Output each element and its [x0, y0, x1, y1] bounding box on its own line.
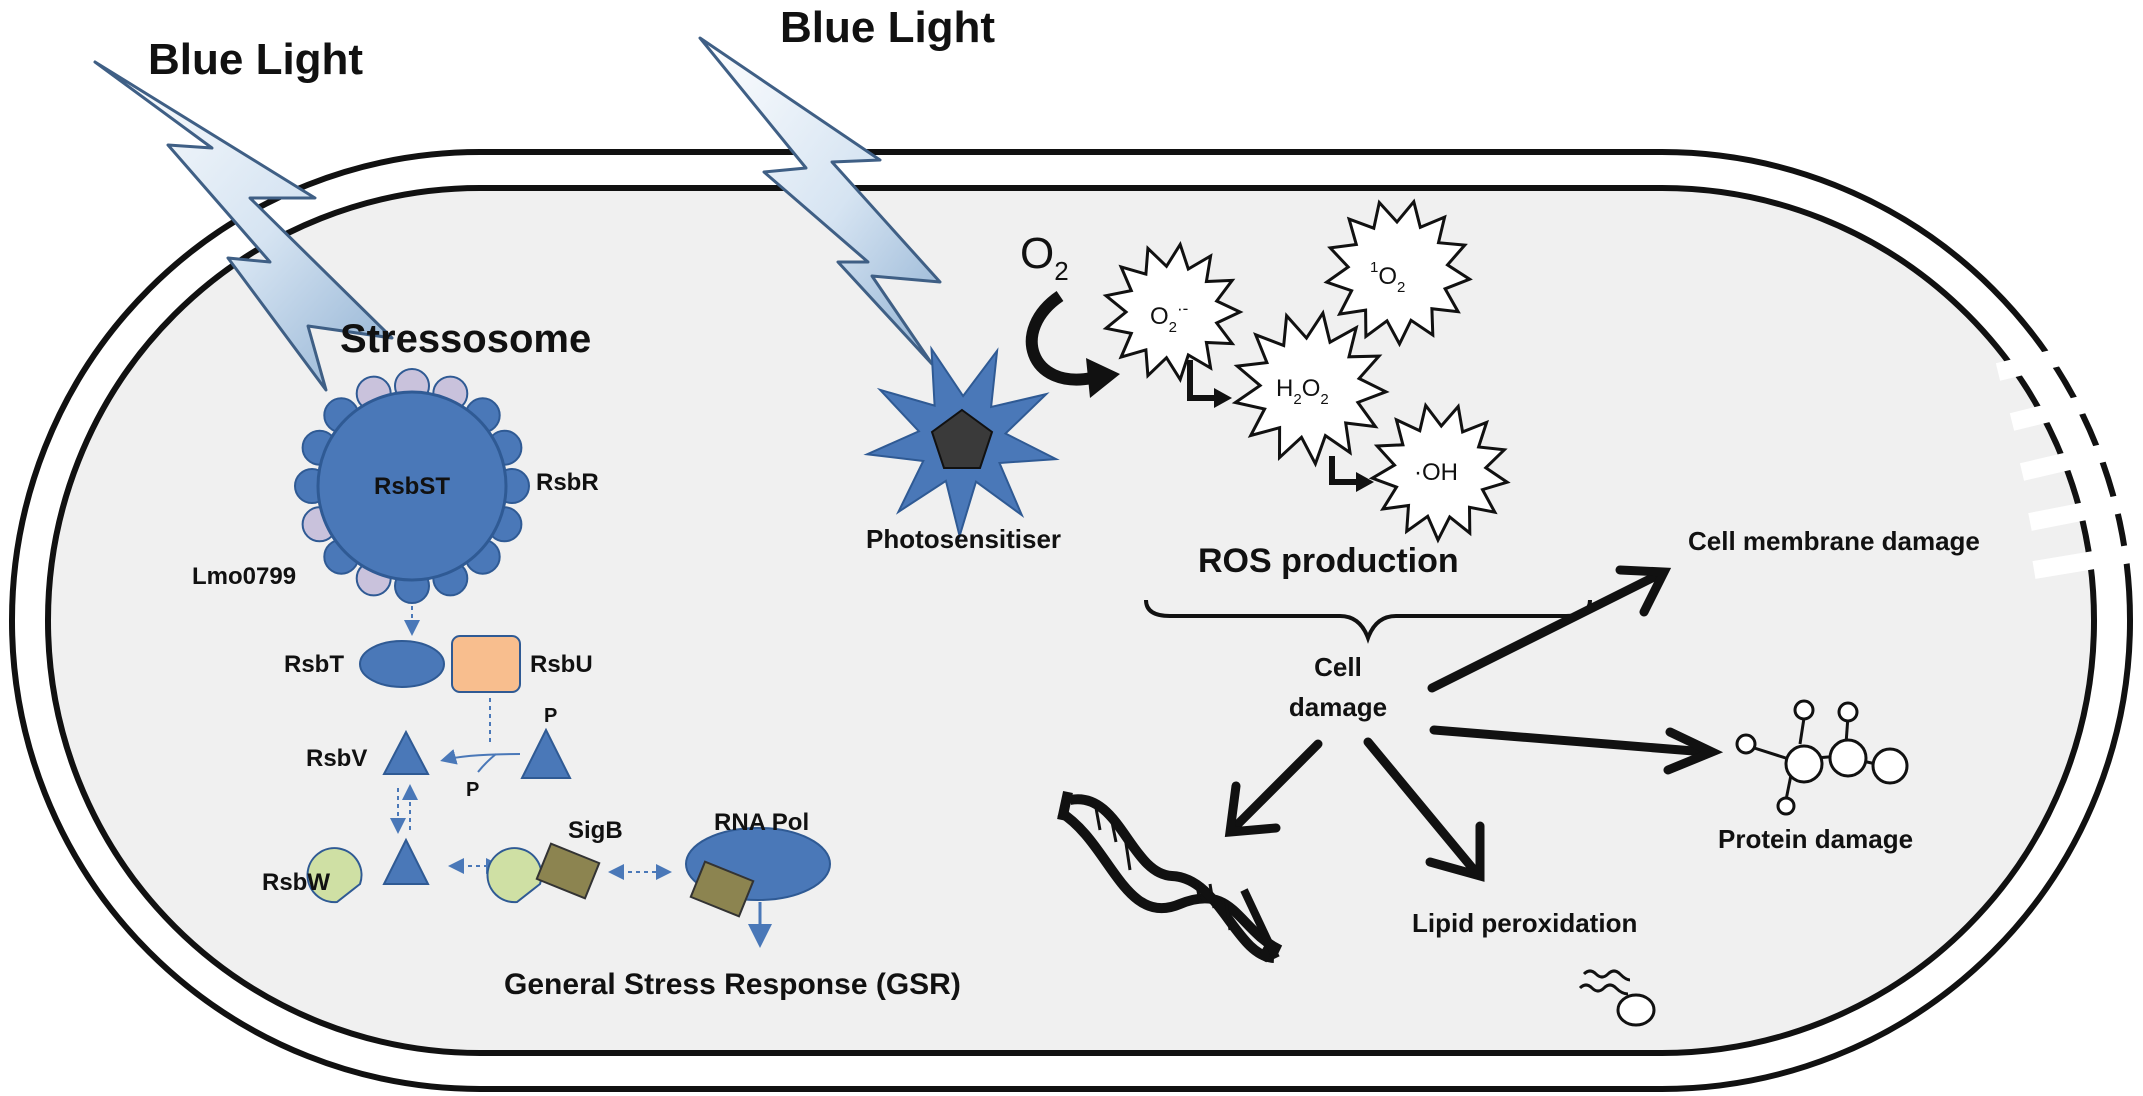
ros-production: Photosensitiser O2 O2·- 1O2 H2O2 ·OH ROS…: [863, 198, 1592, 644]
cell-damage-label-line1: Cell: [1314, 652, 1362, 682]
photosensitiser-label: Photosensitiser: [866, 524, 1061, 554]
rsbv-label: RsbV: [306, 745, 367, 772]
arrow-phosphate-release: [477, 753, 497, 773]
phosphate-label-bottom: P: [466, 779, 479, 801]
membrane-damage-label: Cell membrane damage: [1688, 526, 1980, 556]
o2-reduction-arrow: [1025, 291, 1094, 386]
blue-light-label-left: Blue Light: [148, 35, 363, 84]
hydroxyl-radical-label: ·OH: [1414, 459, 1458, 486]
lightning-bolt-left-icon: [93, 60, 394, 392]
arrow-dephosphorylation: [440, 749, 521, 765]
arrow-h2o2-to-hydroxyl-head: [1356, 472, 1374, 492]
hydrogen-peroxide-label: H2O2: [1276, 375, 1329, 408]
singlet-oxygen-label: 1O2: [1370, 259, 1405, 296]
cell-inner-membrane: [45, 185, 2097, 1056]
rsbw-pacman: [306, 847, 363, 904]
lipid-icon: [1578, 969, 1656, 1027]
sigb-label: SigB: [568, 817, 623, 844]
superoxide-label: O2·-: [1150, 299, 1188, 336]
ros-production-label: ROS production: [1198, 542, 1459, 580]
arrow-to-dna-damage: [1231, 739, 1323, 831]
protein-damage-label: Protein damage: [1718, 824, 1913, 854]
hydroxyl-radical-burst: [1368, 402, 1511, 544]
sigb-shape: [535, 842, 601, 900]
rna-pol-label: RNA Pol: [714, 809, 809, 836]
rsbv-triangle: [382, 729, 430, 775]
rsbt-label: RsbT: [284, 651, 344, 678]
lmo0799-label: Lmo0799: [192, 563, 296, 590]
superoxide-burst: [1102, 241, 1244, 383]
rsbt-shape: [359, 640, 445, 688]
sigb-bound-rna-pol: [689, 860, 755, 918]
sigb-pathway: RsbT RsbU RsbV P P RsbW SigB RNA Pol Gen…: [262, 598, 961, 1001]
protein-icon: [1735, 699, 1909, 816]
rsbst-core: [316, 390, 508, 582]
cell-damage-label-line2: damage: [1289, 692, 1387, 722]
arrow-to-membrane-damage-head: [1615, 565, 1672, 617]
damage-arrows: [1224, 565, 1724, 882]
arrow-to-dna-damage-head: [1224, 781, 1281, 837]
rsbw-label: RsbW: [262, 869, 330, 896]
rsbw-sigb-pacman: [486, 847, 543, 904]
rsbv-p-triangle: [520, 727, 572, 779]
rsbu-label: RsbU: [530, 651, 593, 678]
o2-label: O2: [1020, 229, 1069, 286]
stressosome-title: Stressosome: [340, 317, 591, 361]
arrow-to-protein-damage-head: [1663, 727, 1724, 775]
arrow-to-lipid-peroxidation: [1363, 737, 1479, 875]
rsbst-label: RsbST: [374, 473, 450, 500]
o2-arrow-head: [1086, 358, 1120, 398]
arrow-to-protein-damage: [1429, 725, 1711, 757]
cell-envelope: [9, 149, 2143, 1092]
dna-double-helix-icon: [1057, 790, 1283, 963]
cell-damage: Cell damage Cell membrane damage: [1057, 526, 1980, 1027]
arrow-to-membrane-damage: [1427, 571, 1661, 693]
arrow-h2o2-to-hydroxyl: [1329, 456, 1358, 485]
singlet-oxygen-burst: [1323, 198, 1473, 348]
rsbu-shape: [451, 635, 521, 693]
phosphate-label-top: P: [544, 705, 557, 727]
arrow-superoxide-to-h2o2: [1187, 360, 1216, 401]
hydrogen-peroxide-burst: [1231, 309, 1390, 468]
gsr-label: General Stress Response (GSR): [504, 968, 961, 1001]
rsbw-bound-rsbv: [382, 837, 430, 885]
arrow-to-lipid-peroxidation-head: [1425, 821, 1485, 882]
lipid-peroxidation-label: Lipid peroxidation: [1412, 908, 1637, 938]
rsbr-label: RsbR: [536, 469, 599, 496]
membrane-damage-gaps: [1995, 329, 2143, 579]
blue-light-label-right: Blue Light: [780, 3, 995, 52]
photosensitiser-pentagon-icon: [930, 408, 994, 469]
stressosome: Stressosome RsbST RsbR Lmo0799: [192, 317, 599, 604]
arrow-superoxide-to-h2o2-head: [1214, 388, 1232, 408]
dna-base-pairs: [1094, 807, 1232, 931]
